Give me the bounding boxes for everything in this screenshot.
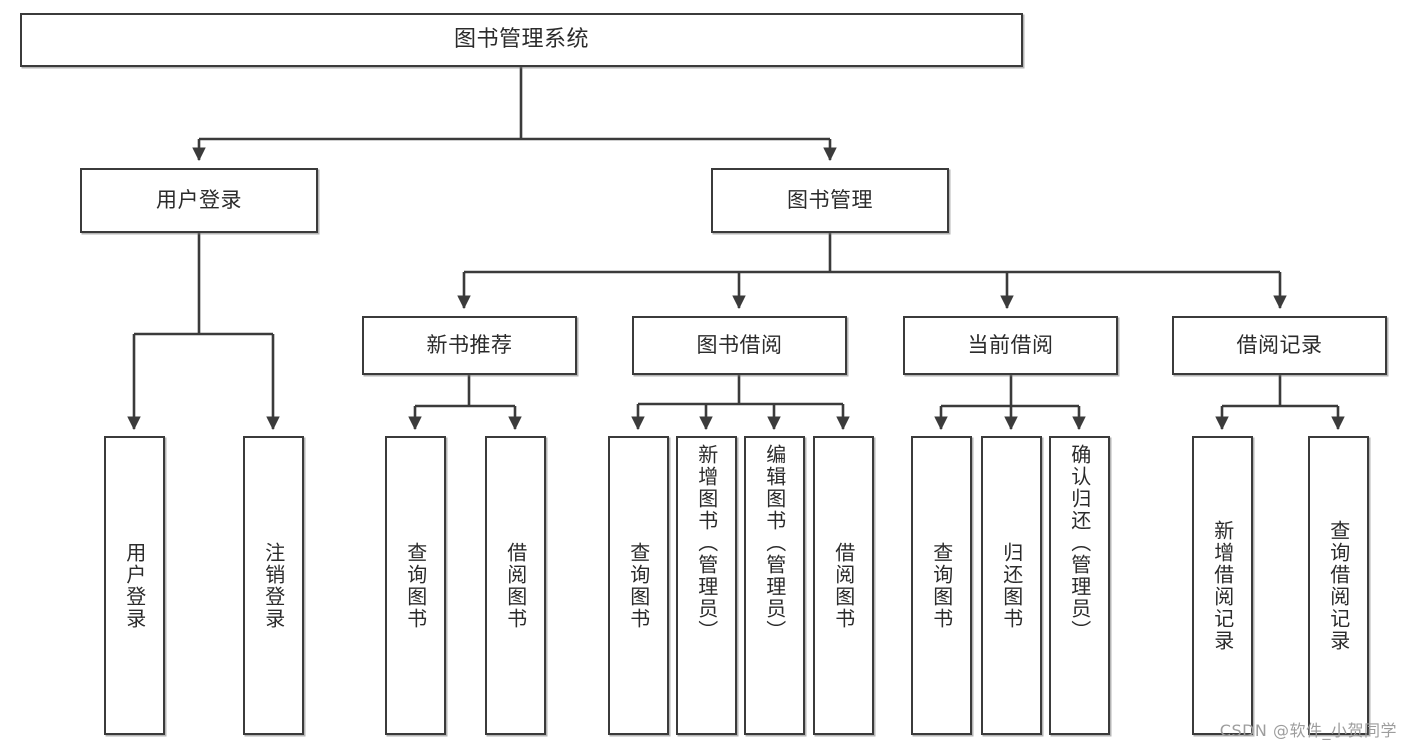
leaf-borrow-book-new[interactable]: 借阅图书 (485, 436, 546, 735)
node-label: 用户登录 (156, 188, 242, 213)
node-label: 当前借阅 (967, 333, 1054, 358)
leaf-query-borrow-record[interactable]: 查询借阅记录 (1308, 436, 1369, 735)
leaf-return-book[interactable]: 归还图书 (981, 436, 1042, 735)
leaf-query-book-new[interactable]: 查询图书 (385, 436, 446, 735)
node-label: 查询图书 (929, 541, 954, 630)
node-label: 确认归还（管理员） (1067, 444, 1092, 642)
csdn-watermark: CSDN @软件_小贺同学 (1219, 721, 1397, 740)
node-label: 编辑图书（管理员） (762, 444, 787, 642)
node-label: 查询图书 (403, 541, 428, 630)
node-book-management[interactable]: 图书管理 (711, 168, 949, 233)
node-label: 新增图书（管理员） (694, 444, 719, 642)
node-user-login[interactable]: 用户登录 (80, 168, 318, 233)
leaf-confirm-return-admin[interactable]: 确认归还（管理员） (1049, 436, 1110, 735)
node-label: 查询图书 (626, 541, 651, 630)
node-label: 归还图书 (999, 541, 1024, 630)
leaf-edit-book-admin[interactable]: 编辑图书（管理员） (744, 436, 805, 735)
node-label: 图书管理 (787, 188, 873, 213)
node-borrow-record[interactable]: 借阅记录 (1172, 316, 1387, 375)
node-label: 借阅图书 (831, 541, 856, 630)
leaf-user-login[interactable]: 用户登录 (104, 436, 165, 735)
node-current-borrow[interactable]: 当前借阅 (903, 316, 1118, 375)
leaf-add-book-admin[interactable]: 新增图书（管理员） (676, 436, 737, 735)
leaf-add-borrow-record[interactable]: 新增借阅记录 (1192, 436, 1253, 735)
leaf-query-book-current[interactable]: 查询图书 (911, 436, 972, 735)
node-label: 图书管理系统 (453, 27, 589, 53)
node-book-borrow[interactable]: 图书借阅 (632, 316, 847, 375)
leaf-query-book-borrow[interactable]: 查询图书 (608, 436, 669, 735)
node-root-system[interactable]: 图书管理系统 (20, 13, 1023, 67)
node-new-book-recommend[interactable]: 新书推荐 (362, 316, 577, 375)
node-label: 借阅图书 (503, 541, 528, 630)
node-label: 新书推荐 (426, 333, 513, 358)
node-label: 新增借阅记录 (1210, 519, 1235, 652)
node-label: 注销登录 (261, 541, 286, 630)
node-label: 图书借阅 (696, 333, 783, 358)
node-label: 借阅记录 (1236, 333, 1323, 358)
leaf-user-logout[interactable]: 注销登录 (243, 436, 304, 735)
node-label: 查询借阅记录 (1326, 519, 1351, 652)
leaf-borrow-book[interactable]: 借阅图书 (813, 436, 874, 735)
node-label: 用户登录 (122, 541, 147, 630)
